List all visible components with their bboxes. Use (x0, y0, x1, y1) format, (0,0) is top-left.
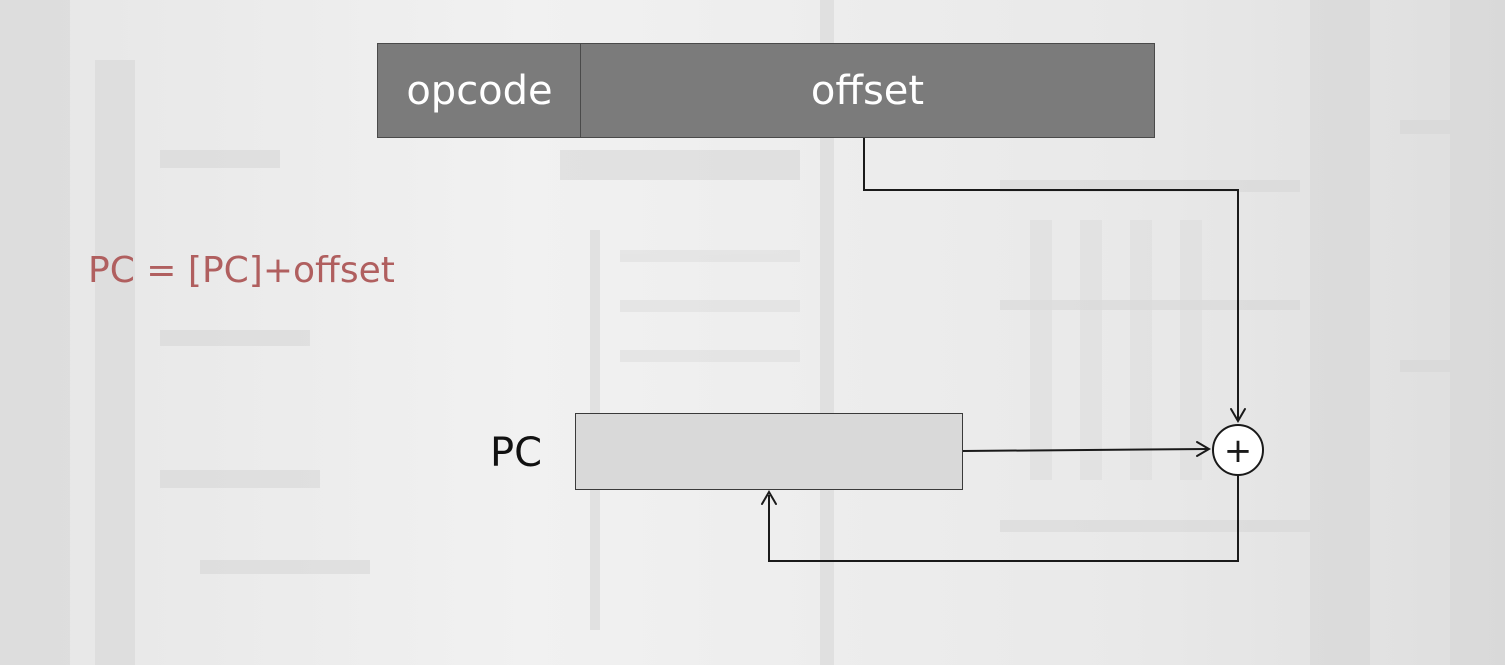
arrowhead-up-icon (761, 490, 777, 505)
opcode-field: opcode (377, 43, 582, 138)
adder-to-pc-feedback-wire (768, 475, 1239, 562)
pc-register-box (575, 413, 963, 490)
arrowhead-right-icon (1196, 441, 1211, 457)
adder-symbol: + (1224, 431, 1253, 471)
arrowhead-down-icon (1230, 408, 1246, 423)
pc-label: PC (490, 430, 543, 476)
pc-to-adder-wire (962, 448, 1209, 452)
adder-icon: + (1212, 424, 1264, 476)
offset-label: offset (810, 67, 925, 114)
offset-field: offset (580, 43, 1155, 138)
opcode-label: opcode (406, 67, 553, 114)
offset-to-adder-wire (863, 138, 1239, 420)
formula-text: PC = [PC]+offset (88, 250, 395, 291)
